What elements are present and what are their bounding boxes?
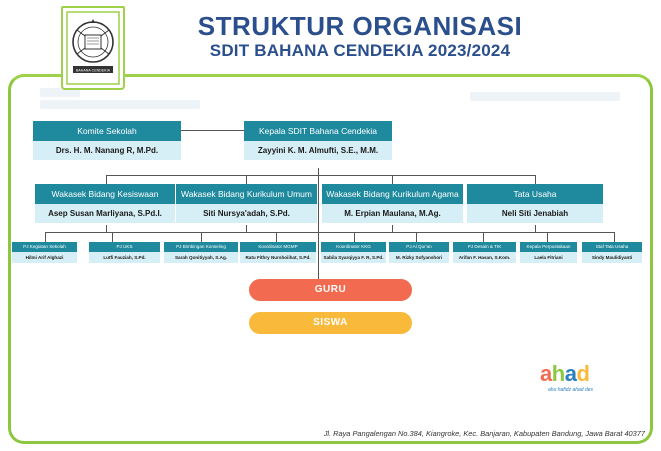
connector-line: [45, 232, 615, 233]
wakasek-name: Asep Susan Marliyana, S.Pd.I.: [35, 204, 175, 223]
connector-line: [246, 175, 247, 184]
wakasek-name: M. Erpian Maulana, M.Ag.: [322, 204, 463, 223]
ahad-letter: h: [551, 361, 565, 386]
connector-line: [106, 175, 536, 176]
wakasek-name: Siti Nursya'adah, S.Pd.: [176, 204, 317, 223]
page-title-block: STRUKTUR ORGANISASI SDIT BAHANA CENDEKIA…: [180, 12, 540, 62]
background-watermark: [470, 92, 620, 101]
guru-banner: GURU: [249, 279, 412, 301]
wakasek-role: Wakasek Bidang Kurikulum Agama: [322, 184, 463, 204]
staff-role: PJ Kegiatan Sekolah: [12, 242, 77, 252]
ahad-tagline: ahu hafidz ahad des: [548, 387, 594, 393]
kepala-box: Kepala SDIT Bahana Cendekia Zayyini K. M…: [244, 121, 392, 160]
staff-role: PJ Bimbingan Konseling: [164, 242, 238, 252]
connector-line: [106, 175, 107, 184]
staff-name: Sarah Qonitiyyah, S.Ag.: [164, 252, 238, 263]
staff-role: Koordinator MGMP: [240, 242, 316, 252]
connector-line: [483, 232, 484, 242]
staff-role: Staf Tata Usaha: [582, 242, 642, 252]
ahad-letter: a: [540, 361, 552, 386]
connector-line: [354, 232, 355, 242]
staff-name: Lutfi Fauziah, S.Pd.: [89, 252, 160, 263]
staff-box: PJ UKS Lutfi Fauziah, S.Pd.: [89, 242, 160, 263]
school-crest-icon: BAHANA CENDEKIA: [61, 6, 125, 90]
connector-line: [535, 175, 536, 184]
connector-line: [535, 225, 536, 232]
komite-box: Komite Sekolah Drs. H. M. Nanang R, M.Pd…: [33, 121, 181, 160]
staff-name: Laela Fitriani: [520, 252, 577, 263]
staff-box: Staf Tata Usaha Sindy Maulidiyanti: [582, 242, 642, 263]
wakasek-role: Wakasek Bidang Kurikulum Umum: [176, 184, 317, 204]
staff-box: PJ Kegiatan Sekolah Hilmi Arif Alghazi: [12, 242, 77, 263]
siswa-banner: SISWA: [249, 312, 412, 334]
komite-role: Komite Sekolah: [33, 121, 181, 141]
staff-box: PJ Al Qur'an M. Rizky Sofyanshori: [389, 242, 449, 263]
background-watermark: [40, 100, 200, 109]
tata-usaha-box: Tata Usaha Neli Siti Jenabiah: [467, 184, 603, 223]
kepala-role: Kepala SDIT Bahana Cendekia: [244, 121, 392, 141]
ahad-wordmark: ahad: [540, 362, 620, 386]
connector-line: [276, 232, 277, 242]
ahad-word: ahad: [540, 361, 590, 386]
connector-line: [392, 225, 393, 232]
staff-name: M. Rizky Sofyanshori: [389, 252, 449, 263]
komite-name: Drs. H. M. Nanang R, M.Pd.: [33, 141, 181, 160]
staff-box: PJ Bimbingan Konseling Sarah Qonitiyyah,…: [164, 242, 238, 263]
connector-line: [318, 168, 319, 280]
staff-box: Koordinator KKG Sabila Syarqiyya F. R, S…: [321, 242, 386, 263]
wakasek-box: Wakasek Bidang Kurikulum Agama M. Erpian…: [322, 184, 463, 223]
connector-line: [112, 232, 113, 242]
staff-box: Koordinator MGMP Ratu Fithry Nurshoiihat…: [240, 242, 316, 263]
background-watermark: [40, 88, 80, 97]
staff-role: PJ Desain & TIK: [453, 242, 516, 252]
connector-line: [201, 232, 202, 242]
crest-caption: BAHANA CENDEKIA: [76, 69, 111, 73]
staff-box: PJ Desain & TIK Arifan F. Hasan, S.Kom.: [453, 242, 516, 263]
wakasek-role: Wakasek Bidang Kesiswaan: [35, 184, 175, 204]
ahad-logo: ahad ahu hafidz ahad des: [540, 362, 620, 402]
staff-name: Ratu Fithry Nurshoiihat, S.Pd.: [240, 252, 316, 263]
wakasek-box: Wakasek Bidang Kesiswaan Asep Susan Marl…: [35, 184, 175, 223]
ahad-letter: d: [576, 361, 590, 386]
staff-name: Sindy Maulidiyanti: [582, 252, 642, 263]
ahad-letter: a: [564, 361, 577, 386]
connector-line: [180, 130, 244, 131]
kepala-name: Zayyini K. M. Almufti, S.E., M.M.: [244, 141, 392, 160]
staff-role: Kepala Perpustakaan: [520, 242, 577, 252]
staff-role: PJ Al Qur'an: [389, 242, 449, 252]
connector-line: [392, 175, 393, 184]
staff-name: Hilmi Arif Alghazi: [12, 252, 77, 263]
connector-line: [614, 232, 615, 242]
staff-name: Arifan F. Hasan, S.Kom.: [453, 252, 516, 263]
footer-address: Jl. Raya Pangalengan No.384, Kiangroke, …: [323, 429, 645, 438]
wakasek-box: Wakasek Bidang Kurikulum Umum Siti Nursy…: [176, 184, 317, 223]
connector-line: [106, 225, 107, 232]
page-subtitle: SDIT BAHANA CENDEKIA 2023/2024: [209, 41, 511, 60]
connector-line: [45, 232, 46, 242]
tata-usaha-name: Neli Siti Jenabiah: [467, 204, 603, 223]
connector-line: [547, 232, 548, 242]
page-title: STRUKTUR ORGANISASI: [197, 11, 523, 41]
connector-line: [416, 232, 417, 242]
staff-name: Sabila Syarqiyya F. R, S.Pd.: [321, 252, 386, 263]
tata-usaha-role: Tata Usaha: [467, 184, 603, 204]
staff-role: PJ UKS: [89, 242, 160, 252]
staff-box: Kepala Perpustakaan Laela Fitriani: [520, 242, 577, 263]
connector-line: [246, 225, 247, 232]
staff-role: Koordinator KKG: [321, 242, 386, 252]
